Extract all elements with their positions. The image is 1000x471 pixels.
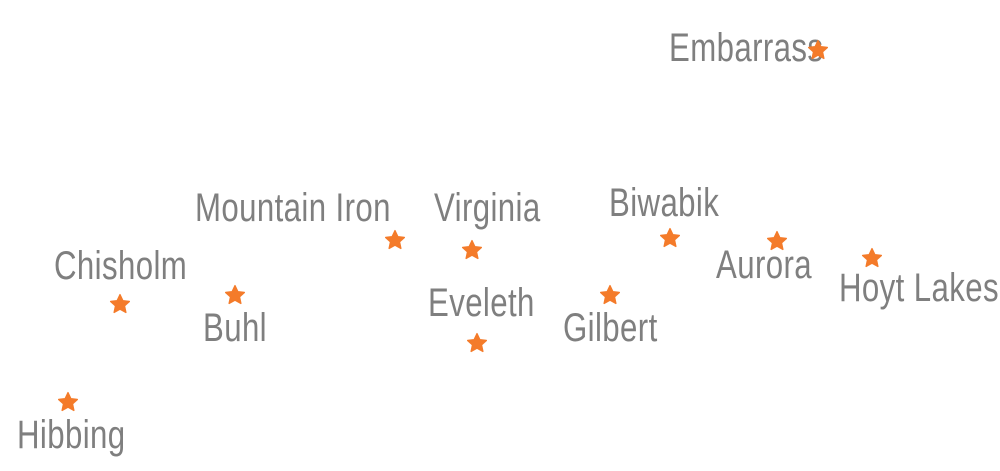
star-icon [861, 247, 883, 269]
label-chisholm: Chisholm [54, 244, 188, 288]
label-gilbert: Gilbert [563, 306, 658, 350]
star-icon [659, 227, 681, 249]
star-icon [461, 239, 483, 261]
label-mountain-iron: Mountain Iron [195, 186, 391, 230]
label-hibbing: Hibbing [17, 413, 126, 457]
star-icon [807, 39, 829, 61]
label-embarrass: Embarrass [669, 26, 824, 70]
star-icon [466, 332, 488, 354]
star-icon [57, 391, 79, 413]
star-icon [766, 230, 788, 252]
star-icon [109, 293, 131, 315]
star-icon [384, 229, 406, 251]
label-eveleth: Eveleth [428, 281, 535, 325]
label-buhl: Buhl [203, 306, 268, 350]
label-aurora: Aurora [716, 243, 812, 287]
star-icon [599, 284, 621, 306]
star-icon [224, 284, 246, 306]
label-hoyt-lakes: Hoyt Lakes [839, 266, 999, 310]
label-biwabik: Biwabik [609, 181, 720, 225]
label-virginia: Virginia [434, 186, 541, 230]
